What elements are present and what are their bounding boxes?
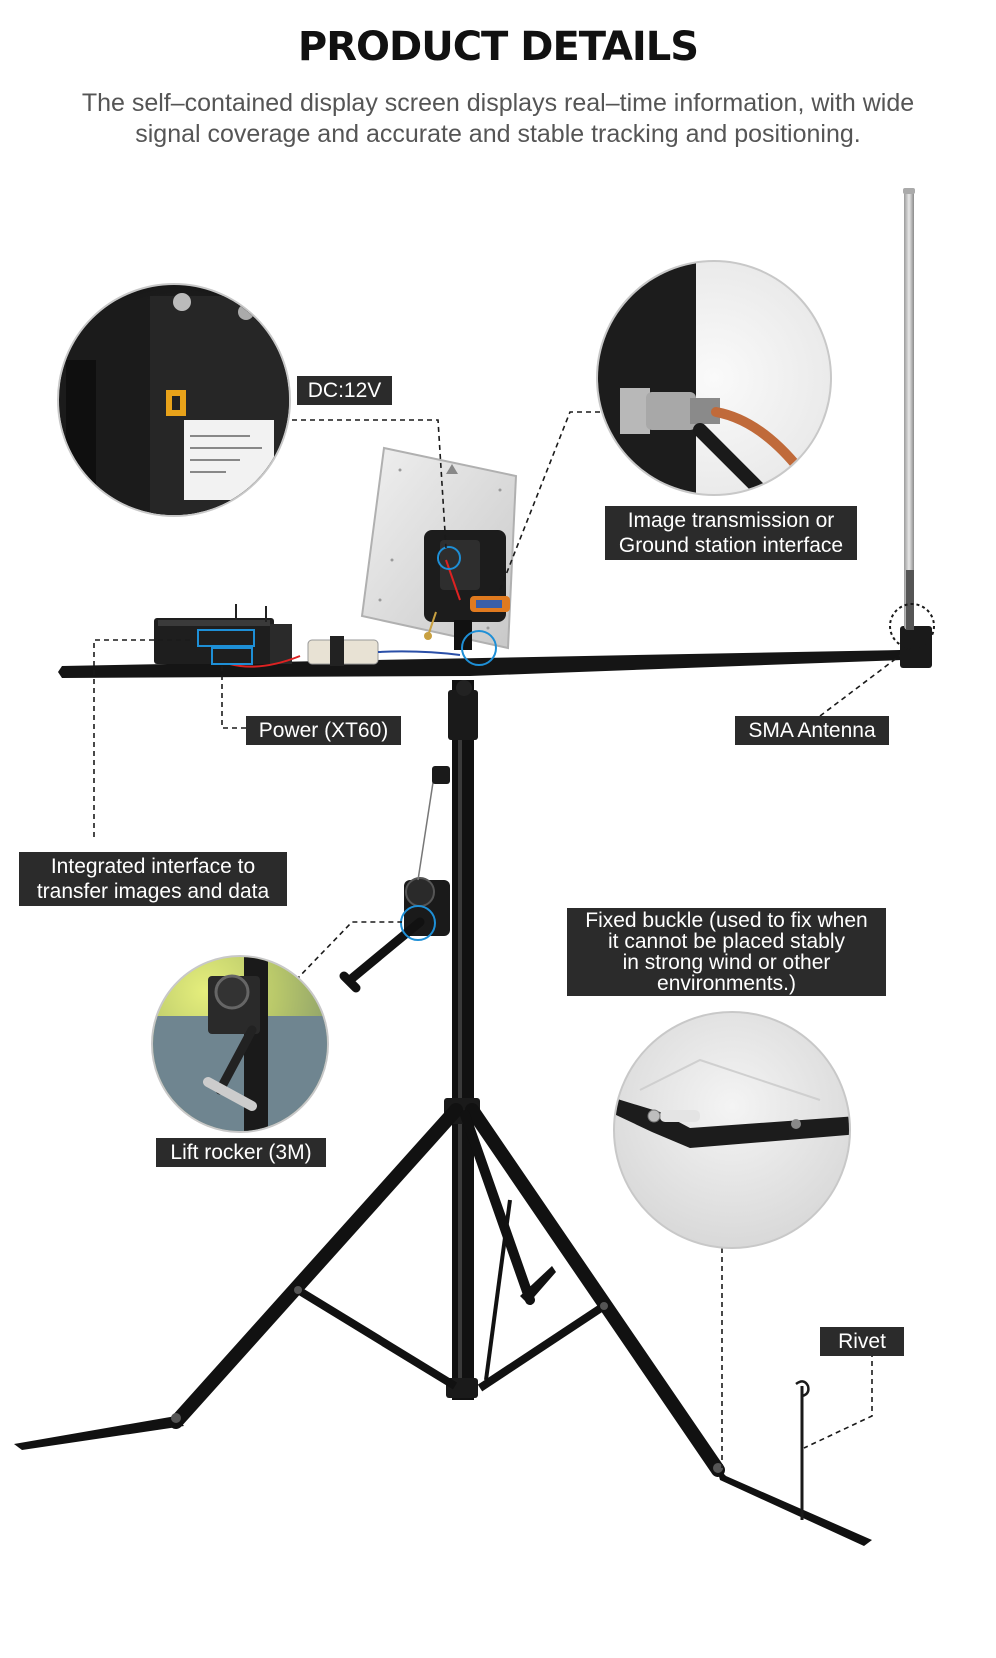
callout-text: Ground station interface <box>618 534 844 557</box>
callout-text: it cannot be placed stably <box>608 930 845 953</box>
detail-lift-rocker <box>151 955 329 1133</box>
highlight-markers <box>197 546 935 941</box>
callout-fixed-buckle: Fixed buckle (used to fix when it cannot… <box>567 908 886 996</box>
page-title: PRODUCT DETAILS <box>297 24 699 70</box>
rivet-stake <box>795 1380 810 1520</box>
callout-text: Fixed buckle (used to fix when <box>585 909 868 932</box>
callout-text: in strong wind or other <box>622 951 831 974</box>
subtitle-line: The self–contained display screen displa… <box>81 89 915 117</box>
page-subtitle: The self–contained display screen displa… <box>0 88 996 150</box>
callout-text: SMA Antenna <box>748 719 876 742</box>
panel-antenna <box>360 446 518 650</box>
tripod-stand <box>14 680 872 1546</box>
subtitle-line: signal coverage and accurate and stable … <box>135 120 861 148</box>
callout-power-xt60: Power (XT60) <box>246 716 401 745</box>
callout-text: Power (XT60) <box>258 719 389 742</box>
detail-transmission-port <box>596 260 832 496</box>
sma-antenna <box>903 188 915 630</box>
callout-lift-rocker: Lift rocker (3M) <box>156 1138 326 1167</box>
callout-text: environments.) <box>657 972 796 995</box>
leader-lines <box>93 411 911 1468</box>
callout-text: Integrated interface to <box>50 855 256 878</box>
callout-text: Lift rocker (3M) <box>170 1141 312 1164</box>
callout-text: transfer images and data <box>36 880 270 903</box>
callout-text: Image transmission or <box>627 509 835 532</box>
detail-fixed-buckle <box>613 1011 851 1249</box>
callout-text: Rivet <box>838 1330 886 1353</box>
detail-dc-port <box>57 283 291 517</box>
callout-rivet: Rivet <box>820 1327 904 1356</box>
callout-image-transmission: Image transmission or Ground station int… <box>605 506 857 560</box>
callout-dc-12v: DC:12V <box>297 376 392 405</box>
callout-integrated-interface: Integrated interface to transfer images … <box>19 852 287 906</box>
callout-text: DC:12V <box>307 379 382 402</box>
callout-sma-antenna: SMA Antenna <box>735 716 889 745</box>
